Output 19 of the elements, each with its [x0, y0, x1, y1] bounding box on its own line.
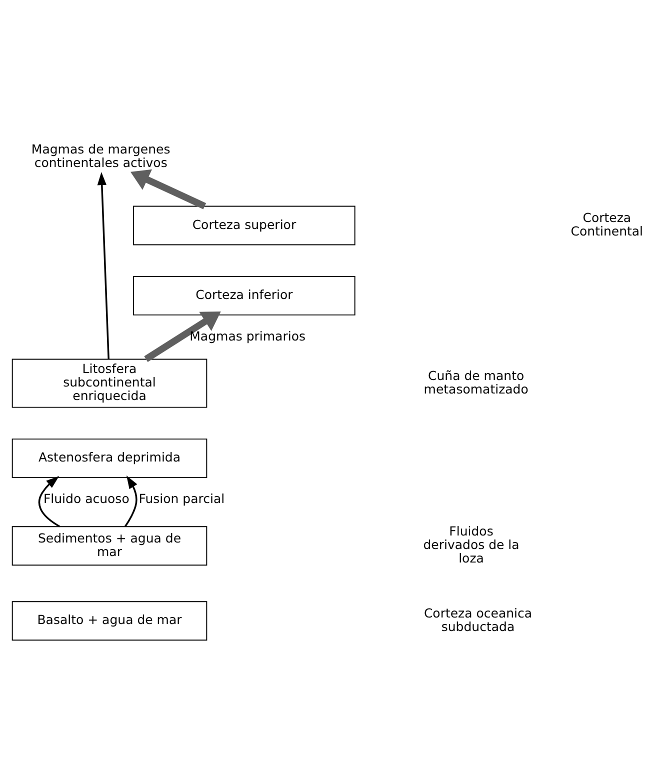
- arrow: [97, 172, 110, 360]
- node-box: Basalto + agua de mar: [12, 601, 208, 641]
- edge-label: Magmas primarios: [190, 328, 306, 344]
- label: Corteza Continental: [570, 210, 644, 238]
- arrow: [38, 476, 60, 528]
- node-text: Magmas de margenes continentales activos: [31, 142, 170, 170]
- edge-label: Fluido acuoso: [43, 490, 130, 506]
- node-box: Corteza superior: [133, 206, 356, 246]
- edge-label: Fusion parcial: [138, 490, 225, 506]
- node-box: Sedimentos + agua de mar: [12, 526, 208, 566]
- node-box: Astenosfera deprimida: [12, 438, 208, 478]
- arrow: [130, 169, 206, 210]
- node-box: Litosfera subcontinental enriquecida: [12, 358, 208, 408]
- node-box: Corteza inferior: [133, 276, 356, 316]
- label: Corteza oceanica subductada: [424, 605, 532, 634]
- arrow: [144, 312, 221, 362]
- arrow: [124, 476, 138, 527]
- label: Fluidos derivados de la loza: [423, 524, 520, 566]
- label: Cuña de manto metasomatizado: [424, 368, 528, 396]
